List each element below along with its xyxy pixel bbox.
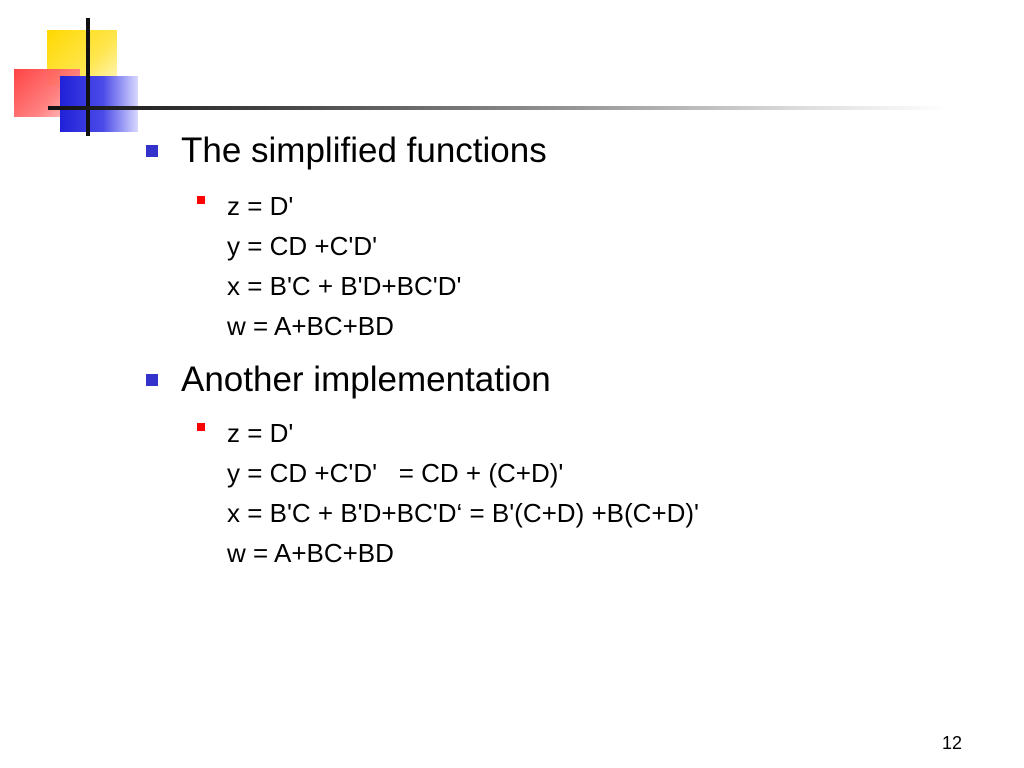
- section-heading: The simplified functions: [181, 131, 547, 170]
- square-bullet-icon: [146, 374, 158, 386]
- square-bullet-icon: [197, 423, 205, 431]
- equation-x: x = B'C + B'D+BC'D': [227, 271, 462, 301]
- section-heading: Another implementation: [181, 360, 551, 399]
- equation-z: z = D': [227, 418, 294, 448]
- corner-logo: [0, 0, 160, 140]
- equation-y: y = CD +C'D' = CD + (C+D)': [227, 458, 564, 488]
- equation-z: z = D': [227, 191, 294, 221]
- equation-w: w = A+BC+BD: [227, 311, 394, 341]
- square-bullet-icon: [146, 145, 158, 157]
- square-bullet-icon: [197, 196, 205, 204]
- title-divider: [48, 106, 948, 110]
- page-number: 12: [941, 733, 962, 753]
- equation-w: w = A+BC+BD: [227, 538, 394, 568]
- blue-square-shape: [60, 76, 138, 132]
- vertical-divider: [86, 18, 90, 136]
- equation-y: y = CD +C'D': [227, 231, 378, 261]
- equation-x: x = B'C + B'D+BC'D‘ = B'(C+D) +B(C+D)': [227, 498, 699, 528]
